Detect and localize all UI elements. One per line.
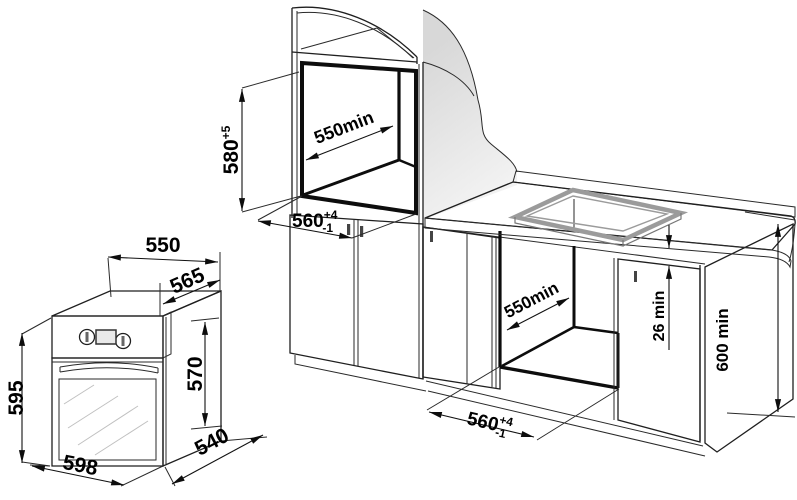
dim-label-595: 595 bbox=[5, 380, 28, 415]
wall-panel bbox=[422, 9, 518, 219]
dim-label-598: 598 bbox=[61, 451, 100, 480]
plinth-bottom bbox=[427, 390, 706, 457]
open-shelf-top bbox=[291, 6, 418, 64]
oven-door bbox=[51, 357, 164, 467]
oven-door-handle bbox=[59, 362, 159, 374]
oven-control-panel bbox=[51, 311, 172, 359]
oven-knob bbox=[78, 328, 96, 346]
dim-base-niche-width-560: 560+4-1 bbox=[426, 366, 620, 442]
door-handle bbox=[430, 231, 433, 242]
tall-unit-niche bbox=[300, 60, 418, 216]
dim-label-580: 580+5 bbox=[219, 125, 243, 174]
dim-tall-niche-depth-550min: 550min bbox=[305, 107, 394, 161]
dim-label-560-tall: 560+4-1 bbox=[292, 208, 338, 235]
dim-base-niche-height-600min: 600 min bbox=[713, 211, 796, 418]
tall-unit-doors bbox=[289, 214, 427, 392]
dim-oven-top-width-550: 550 bbox=[107, 234, 221, 298]
dim-tall-niche-width-560: 560+4-1 bbox=[257, 195, 417, 239]
oven-display bbox=[95, 329, 117, 345]
dim-worktop-clearance-26min: 26 min bbox=[651, 225, 673, 350]
dim-oven-depth-565: 565 bbox=[159, 263, 221, 316]
door-handle bbox=[360, 226, 364, 237]
dim-base-niche-depth-550min: 550min bbox=[501, 278, 570, 331]
dim-label-570: 570 bbox=[184, 356, 207, 391]
dim-label-560-base: 560+4-1 bbox=[464, 405, 515, 442]
dim-oven-body-depth-540: 540 bbox=[164, 424, 268, 487]
plinth bbox=[294, 355, 427, 392]
dim-oven-height-595: 595 bbox=[5, 317, 52, 467]
glass-reflections bbox=[63, 384, 149, 456]
oven-top bbox=[51, 290, 222, 317]
dim-tall-niche-height-580: 580+5 bbox=[219, 71, 302, 213]
plinth-top bbox=[425, 380, 704, 447]
door-handle bbox=[347, 224, 351, 235]
dim-label-565: 565 bbox=[167, 263, 209, 298]
door-handle bbox=[634, 271, 637, 282]
base-unit-left-door bbox=[422, 226, 501, 390]
backsplash bbox=[512, 170, 796, 218]
tall-unit bbox=[289, 6, 427, 392]
base-unit-right-door bbox=[613, 258, 701, 443]
hob-cutout bbox=[507, 187, 689, 247]
dim-label-550min-base: 550min bbox=[501, 278, 562, 322]
dim-oven-body-height-570: 570 bbox=[184, 317, 223, 430]
dim-oven-width-598: 598 bbox=[29, 451, 164, 487]
dim-label-26min: 26 min bbox=[651, 291, 668, 342]
dim-label-550min-tall: 550min bbox=[311, 107, 376, 148]
dim-label-550: 550 bbox=[145, 234, 180, 257]
dim-label-600min: 600 min bbox=[713, 308, 732, 371]
oven-door-glass bbox=[58, 378, 157, 461]
base-units bbox=[422, 199, 794, 457]
